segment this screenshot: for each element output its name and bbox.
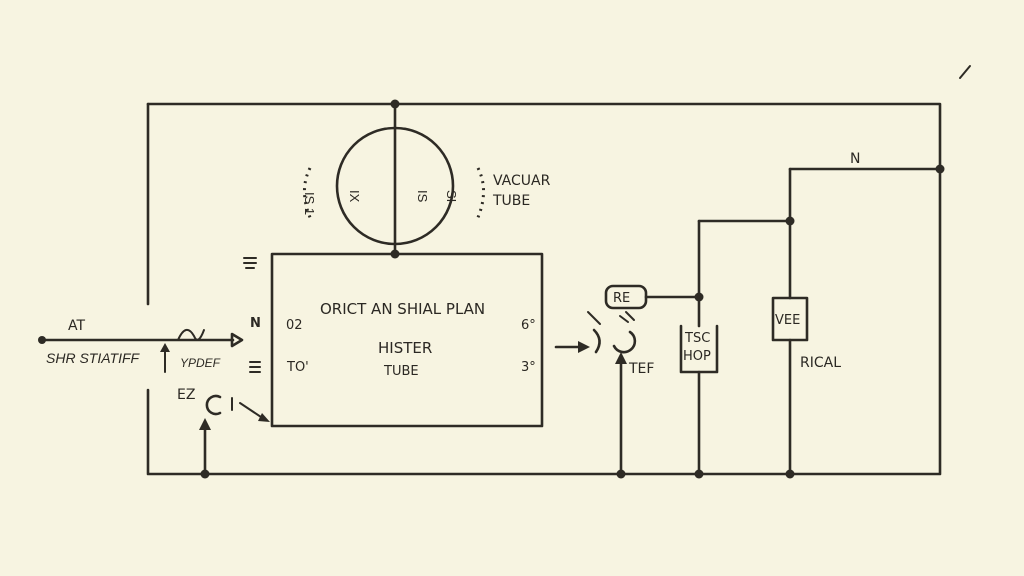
central-box: ORICT AN SHIAL PLAN HISTER TUBE 02 TO' 6… [243, 252, 544, 428]
hop-label: HOP [683, 349, 711, 364]
at-label: AT [68, 318, 85, 334]
tef-input-arrowhead [578, 341, 590, 353]
tick-mark [249, 361, 261, 373]
vacuum-tube-label-line1: VACUAR [493, 173, 551, 189]
junction-dot [390, 99, 400, 109]
left-input: AT SHR STIATIFF YPDEF EZ [38, 318, 270, 479]
ez-pointer-line [239, 402, 265, 420]
tef-pointer [587, 311, 601, 325]
n-top-right-label: N [850, 151, 860, 167]
outer-wiring [146, 102, 942, 476]
vee-section: N VEE RICAL [771, 151, 945, 479]
stray-mark [959, 65, 971, 79]
pulse-icon [177, 329, 205, 341]
central-box-left-bottom: TO' [286, 360, 309, 375]
central-box-right-top: 6° [521, 318, 536, 333]
junction-dot [694, 469, 704, 479]
ez-pointer-arrowhead [258, 413, 270, 422]
ez-label: EZ [177, 387, 195, 403]
central-box-left-top: 02 [286, 318, 303, 333]
tube-right-inner-label: IS [415, 190, 430, 203]
shr-statiff-label: SHR STIATIFF [46, 350, 141, 366]
central-box-line2: HISTER [378, 339, 432, 357]
tef-coil-right [612, 330, 637, 354]
input-terminal [38, 336, 46, 344]
central-box-right-bottom: 3° [521, 360, 536, 375]
ez-coil-icon [205, 394, 222, 416]
central-box-title: ORICT AN SHIAL PLAN [320, 300, 485, 318]
dotted-arc-left [303, 167, 314, 223]
tef-sparks [619, 311, 635, 323]
junction-dot [616, 469, 626, 479]
junction-dot [935, 164, 945, 174]
junction-dot [785, 469, 795, 479]
tube-left-outer-label: IS 1 [302, 192, 317, 215]
re-tef-section: RE TEF [554, 284, 704, 479]
junction-dot [200, 469, 210, 479]
tef-label: TEF [628, 361, 654, 377]
tick-mark [243, 257, 257, 269]
input-arrowhead [230, 332, 244, 348]
tsc-label: TSC [684, 331, 710, 346]
n-left-label: N [250, 316, 261, 331]
re-label: RE [613, 291, 630, 306]
central-box-outline [270, 252, 544, 428]
tef-up-arrowhead [615, 352, 627, 364]
up-arrowhead [160, 343, 170, 352]
tube-left-inner-label: IX [347, 190, 362, 203]
central-box-line3: TUBE [383, 364, 419, 379]
tube-right-outer-label: SI [444, 190, 459, 202]
vacuum-tube-label-line2: TUBE [492, 193, 530, 209]
dotted-arc-right [474, 167, 485, 223]
tsc-hop-section: TSC HOP [679, 219, 792, 479]
ez-up-arrowhead [199, 418, 211, 430]
vee-label: VEE [775, 313, 800, 328]
junction-dot [785, 216, 795, 226]
vacuum-tube: IX IS IS 1 SI VACUAR TUBE [302, 99, 551, 259]
rical-label: RICAL [800, 355, 841, 371]
ypdef-label: YPDEF [180, 356, 221, 370]
tef-coil-left [592, 328, 601, 354]
